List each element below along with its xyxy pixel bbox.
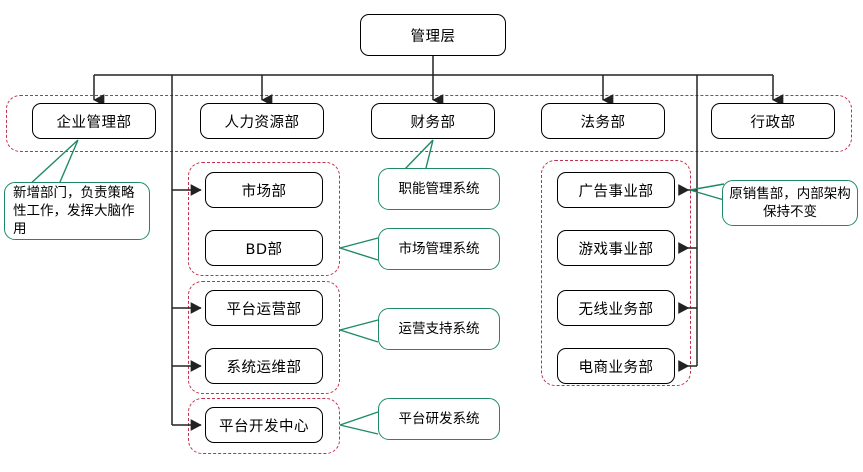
node-human-resources[interactable]: 人力资源部 bbox=[200, 103, 324, 139]
dashed-group-business bbox=[541, 160, 691, 386]
node-administration[interactable]: 行政部 bbox=[711, 103, 835, 139]
note-operations-support-system[interactable]: 运营支持系统 bbox=[378, 308, 500, 350]
node-platform-dev[interactable]: 平台开发中心 bbox=[205, 407, 323, 443]
dashed-group-platform-dev bbox=[188, 398, 340, 454]
node-marketing[interactable]: 市场部 bbox=[205, 172, 323, 208]
node-platform-ops[interactable]: 平台运营部 bbox=[205, 290, 323, 326]
dashed-group-level2 bbox=[6, 95, 852, 152]
node-bd[interactable]: BD部 bbox=[205, 230, 323, 266]
node-system-ops[interactable]: 系统运维部 bbox=[205, 348, 323, 384]
note-market-management-system[interactable]: 市场管理系统 bbox=[378, 228, 500, 270]
note-platform-rd-system[interactable]: 平台研发系统 bbox=[378, 398, 500, 440]
node-finance[interactable]: 财务部 bbox=[371, 103, 495, 139]
node-advertising-unit[interactable]: 广告事业部 bbox=[557, 172, 675, 208]
callout-new-department[interactable]: 新增部门，负责策略性工作，发挥大脑作用 bbox=[4, 182, 150, 240]
node-wireless-unit[interactable]: 无线业务部 bbox=[557, 290, 675, 326]
callout-former-sales[interactable]: 原销售部，内部架构保持不变 bbox=[722, 180, 858, 226]
node-games-unit[interactable]: 游戏事业部 bbox=[557, 230, 675, 266]
node-enterprise-management[interactable]: 企业管理部 bbox=[32, 103, 156, 139]
node-legal[interactable]: 法务部 bbox=[541, 103, 665, 139]
node-management-layer[interactable]: 管理层 bbox=[360, 14, 506, 56]
dashed-group-market bbox=[188, 162, 340, 276]
node-ecommerce-unit[interactable]: 电商业务部 bbox=[557, 348, 675, 384]
note-functional-management-system[interactable]: 职能管理系统 bbox=[378, 168, 500, 210]
dashed-group-operations bbox=[188, 281, 340, 394]
